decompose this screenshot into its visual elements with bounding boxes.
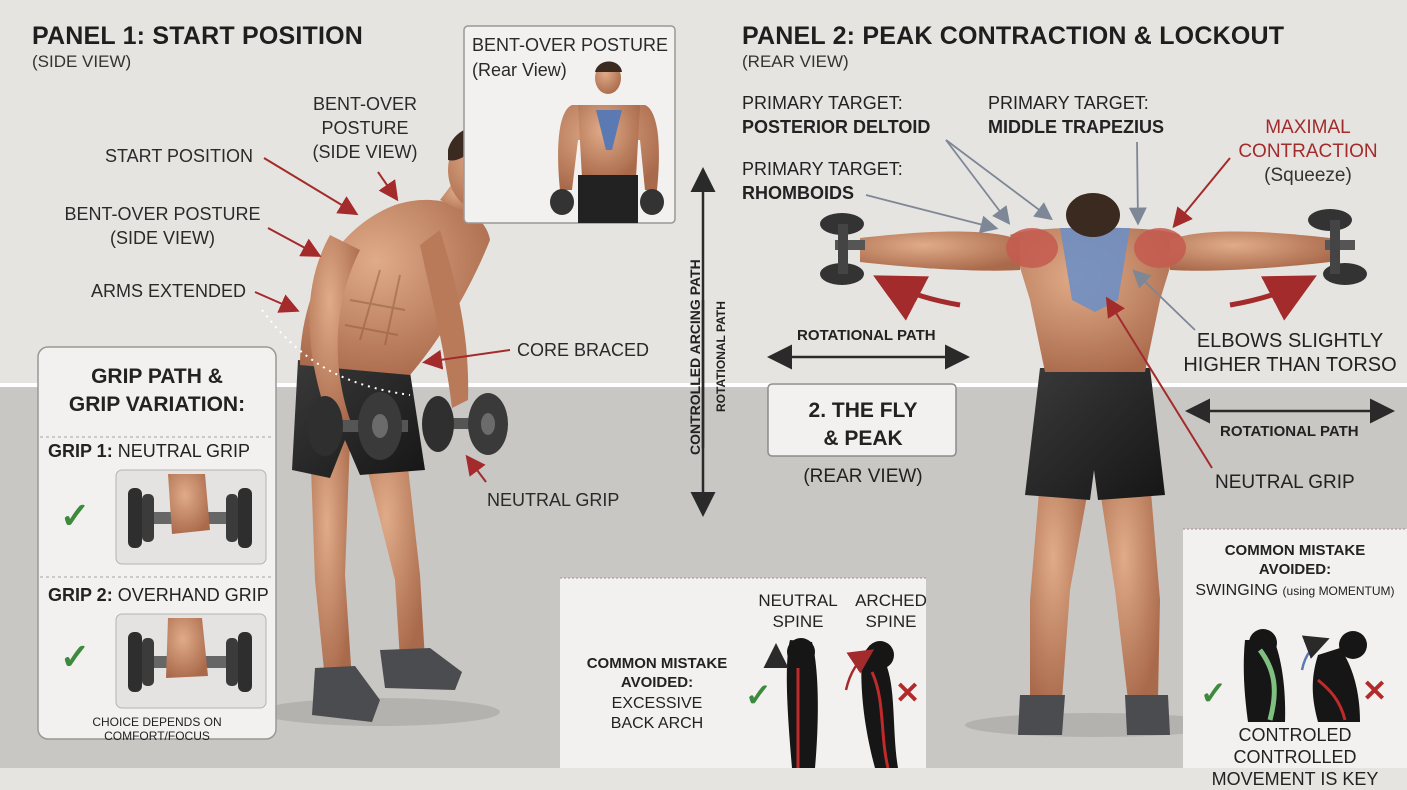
target-muscle: POSTERIOR DELTOID bbox=[742, 117, 931, 137]
target-posterior-deltoid: PRIMARY TARGET: POSTERIOR DELTOID bbox=[742, 91, 930, 139]
grip2-label: GRIP 2: bbox=[48, 585, 113, 605]
grip2-name: OVERHAND GRIP bbox=[117, 585, 269, 605]
mistake2-title: COMMON MISTAKE AVOIDED: bbox=[1185, 541, 1405, 579]
target-muscle: RHOMBOIDS bbox=[742, 183, 854, 203]
elbows-line1: ELBOWS SLIGHTLY bbox=[1196, 330, 1384, 352]
rotational-path-label-mid: ROTATIONAL PATH bbox=[797, 327, 936, 344]
grip-title-line2: GRIP VARIATION: bbox=[68, 393, 246, 416]
grip1-heading: GRIP 1: NEUTRAL GRIP bbox=[48, 441, 250, 462]
diagram-artwork bbox=[37, 25, 1407, 768]
swinging-cross-icon: ✕ bbox=[1362, 675, 1388, 708]
mistake1-title: COMMON MISTAKE AVOIDED: bbox=[572, 654, 742, 692]
target-rhomboids: PRIMARY TARGET: RHOMBOIDS bbox=[742, 157, 903, 205]
label-bent-over-top: BENT-OVER POSTURE (SIDE VIEW) bbox=[312, 94, 418, 162]
trapezius-highlight bbox=[1060, 228, 1130, 312]
label-bent-over-left: BENT-OVER POSTURE (SIDE VIEW) bbox=[64, 204, 261, 248]
panel1-subtitle: (SIDE VIEW) bbox=[32, 52, 132, 71]
mistake1-title-line1: COMMON MISTAKE bbox=[586, 655, 728, 672]
grip2-heading: GRIP 2: OVERHAND GRIP bbox=[48, 585, 269, 606]
swinging-figure bbox=[1312, 631, 1367, 722]
mistake1-desc-line2: BACK ARCH bbox=[610, 715, 704, 732]
grip-footer: CHOICE DEPENDS ON COMFORT/FOCUS bbox=[92, 715, 222, 743]
inset-rear-figure bbox=[550, 61, 664, 223]
grip1-check-icon: ✓ bbox=[60, 495, 91, 536]
target-middle-trapezius: PRIMARY TARGET: MIDDLE TRAPEZIUS bbox=[988, 91, 1164, 139]
inset-title: BENT-OVER POSTURE bbox=[472, 35, 669, 55]
vertical-arcing-label: CONTROLLED ARCING PATH bbox=[687, 259, 703, 455]
mistake2-footer-line2: MOVEMENT IS KEY bbox=[1211, 769, 1379, 789]
target-label: PRIMARY TARGET: bbox=[742, 159, 903, 179]
rear-view-athlete bbox=[860, 193, 1330, 735]
maximal-contraction-label: MAXIMAL CONTRACTION (Squeeze) bbox=[1228, 116, 1388, 188]
mistake2-desc-small: (using MOMENTUM) bbox=[1282, 584, 1395, 598]
target-label: PRIMARY TARGET: bbox=[988, 93, 1149, 113]
rotational-path-label-right: ROTATIONAL PATH bbox=[1220, 423, 1359, 440]
posterior-deltoid-highlight bbox=[1006, 228, 1058, 268]
mistake-panel-swinging bbox=[1183, 529, 1407, 768]
label-start-position: START POSITION bbox=[105, 146, 254, 166]
shoe-icon bbox=[1018, 695, 1065, 735]
step-title: 2. THE FLY & PEAK bbox=[770, 397, 956, 453]
dumbbell-icon bbox=[307, 392, 408, 460]
label-neutral-grip-side: NEUTRAL GRIP bbox=[487, 490, 620, 510]
grip1-name: NEUTRAL GRIP bbox=[117, 441, 251, 461]
step-box bbox=[767, 383, 957, 457]
neutral-spine-check-icon: ✓ bbox=[745, 677, 772, 713]
grip-panel-title: GRIP PATH & GRIP VARIATION: bbox=[40, 363, 274, 419]
dumbbell-icon bbox=[422, 393, 508, 455]
vertical-rotational-label: ROTATIONAL PATH bbox=[714, 301, 728, 412]
arched-spine-line1: ARCHED bbox=[855, 591, 927, 610]
grip2-check-icon: ✓ bbox=[60, 636, 91, 677]
mistake2-desc: SWINGING (using MOMENTUM) bbox=[1185, 582, 1405, 600]
mistake1-title-line2: AVOIDED: bbox=[620, 674, 694, 691]
neutral-grip-dumbbell-icon bbox=[128, 474, 252, 548]
step-line2: & PEAK bbox=[823, 427, 903, 450]
mistake2-title-line2: AVOIDED: bbox=[1258, 561, 1332, 578]
shoe-icon bbox=[380, 648, 462, 690]
target-label: PRIMARY TARGET: bbox=[742, 93, 903, 113]
neutral-spine-line2: SPINE bbox=[772, 612, 824, 631]
arched-spine-cross-icon: ✕ bbox=[895, 677, 921, 710]
grip1-label: GRIP 1: bbox=[48, 441, 113, 461]
floor-shadow-left bbox=[260, 698, 500, 726]
step-subtitle: (REAR VIEW) bbox=[803, 466, 923, 487]
neutral-spine-label: NEUTRAL SPINE bbox=[752, 590, 844, 632]
rhomboid-highlight bbox=[596, 110, 622, 150]
neutral-spine-figure bbox=[786, 638, 818, 768]
mistake1-desc: EXCESSIVE BACK ARCH bbox=[572, 694, 742, 734]
controlled-check-icon: ✓ bbox=[1200, 675, 1227, 711]
step-line1: 2. THE FLY bbox=[808, 399, 918, 422]
arched-spine-line2: SPINE bbox=[865, 612, 917, 631]
panel2-title: PANEL 2: PEAK CONTRACTION & LOCKOUT bbox=[742, 22, 1285, 50]
shoe-icon bbox=[312, 666, 380, 722]
label-arms-extended: ARMS EXTENDED bbox=[91, 281, 247, 301]
elbows-label: ELBOWS SLIGHTLY HIGHER THAN TORSO bbox=[1183, 329, 1397, 377]
dumbbell-icon bbox=[820, 213, 865, 285]
panel1-title: PANEL 1: START POSITION bbox=[32, 22, 364, 50]
label-core-braced: CORE BRACED bbox=[517, 340, 650, 360]
mistake2-footer-line1: CONTROLED CONTROLLED bbox=[1233, 725, 1357, 767]
overhand-grip-dumbbell-icon bbox=[128, 618, 252, 692]
panel2-subtitle: (REAR VIEW) bbox=[742, 52, 849, 71]
dumbbell-icon bbox=[1308, 209, 1367, 285]
mistake2-title-line1: COMMON MISTAKE bbox=[1224, 542, 1366, 559]
target-muscle: MIDDLE TRAPEZIUS bbox=[988, 117, 1165, 137]
rear-head bbox=[1066, 193, 1120, 237]
maximal-sub: (Squeeze) bbox=[1264, 165, 1352, 186]
arched-spine-label: ARCHED SPINE bbox=[846, 590, 936, 632]
inset-subtitle: (Rear View) bbox=[472, 60, 567, 80]
mistake2-desc-main: SWINGING bbox=[1195, 582, 1279, 599]
grip-title-line1: GRIP PATH & bbox=[91, 365, 223, 388]
maximal-line1: MAXIMAL bbox=[1265, 117, 1351, 138]
mistake2-footer: CONTROLED CONTROLLED MOVEMENT IS KEY bbox=[1185, 724, 1405, 790]
shoe-icon bbox=[1125, 695, 1170, 735]
label-neutral-grip-rear: NEUTRAL GRIP bbox=[1215, 472, 1355, 493]
controlled-figure bbox=[1243, 629, 1286, 722]
arcing-path-dots bbox=[261, 309, 411, 396]
maximal-line2: CONTRACTION bbox=[1238, 141, 1378, 162]
elbows-line2: HIGHER THAN TORSO bbox=[1183, 354, 1397, 376]
mistake1-desc-line1: EXCESSIVE bbox=[611, 695, 703, 712]
neutral-spine-line1: NEUTRAL bbox=[758, 591, 838, 610]
